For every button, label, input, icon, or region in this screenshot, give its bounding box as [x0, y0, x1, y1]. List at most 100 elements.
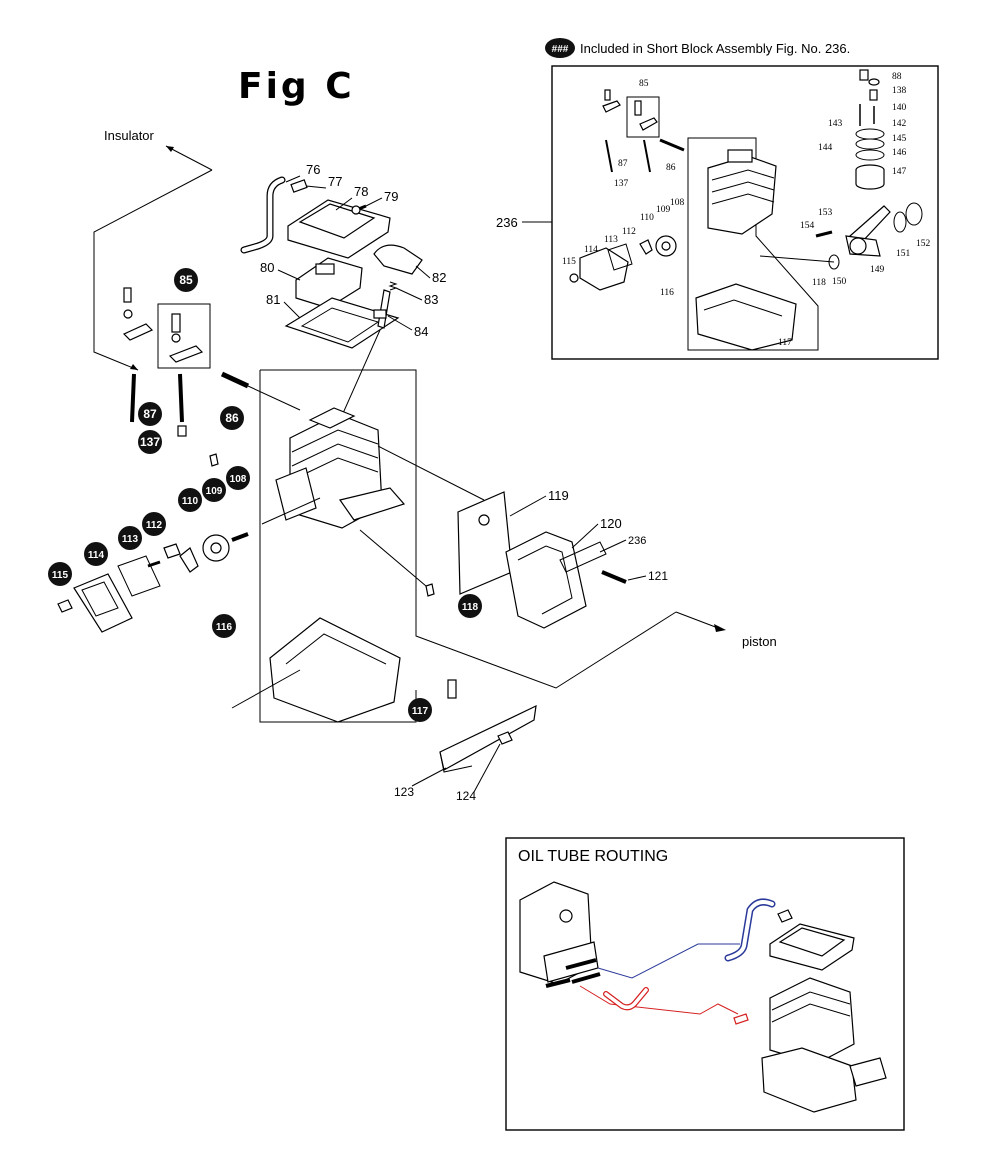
badge-icon — [212, 614, 236, 638]
routing-crankcase-icon — [761, 1047, 857, 1113]
figure-title: Fig C — [238, 66, 355, 107]
plug-icon — [209, 453, 219, 467]
oil-tube-routing: OIL TUBE ROUTING — [505, 837, 905, 1131]
inset-callout: 138 — [892, 86, 907, 96]
inset-ring-low-icon — [855, 149, 885, 161]
callout: 81 — [266, 292, 280, 307]
spark-plug-cap-icon — [373, 244, 423, 275]
legend-symbol: ### — [552, 44, 569, 55]
inset-spring-icon — [859, 69, 869, 81]
svg-text:86: 86 — [225, 411, 239, 425]
routing-frame — [505, 837, 905, 1131]
inset-crankcase-icon — [695, 283, 797, 351]
callout: 119 — [548, 488, 569, 503]
rocker-arm-icon — [168, 345, 204, 363]
svg-text:114: 114 — [88, 550, 105, 561]
inset-pushrod-icon — [605, 139, 613, 173]
piston-label: piston — [742, 634, 777, 649]
insulator-leader — [93, 169, 213, 371]
inset-callout: 115 — [562, 257, 576, 267]
badge-icon — [174, 268, 198, 292]
inset-callout: 144 — [818, 143, 833, 153]
legend-text: Included in Short Block Assembly Fig. No… — [580, 41, 850, 56]
svg-text:117: 117 — [412, 706, 429, 717]
callout: 77 — [328, 174, 342, 189]
fitting-icon — [290, 179, 308, 193]
inset-rocker-box — [626, 96, 660, 138]
side-cover-icon — [73, 573, 133, 633]
muffler-guard-icon — [439, 704, 537, 771]
routing-fitting-icon — [777, 909, 793, 923]
badge-icon — [48, 562, 72, 586]
svg-text:110: 110 — [182, 496, 199, 507]
callout: 123 — [394, 785, 414, 799]
callout: 79 — [384, 189, 398, 204]
badge-icon — [138, 402, 162, 426]
oil-tube-icon — [240, 176, 286, 254]
plug-lower-icon — [425, 583, 435, 597]
inset-rocker-arm-icon — [639, 117, 658, 131]
inset-adjuster-icon — [634, 100, 642, 116]
svg-text:118: 118 — [462, 602, 479, 613]
callout-badges: 85 87 137 86 108 109 110 112 113 114 115… — [48, 268, 482, 722]
adjuster-icon — [171, 313, 181, 333]
inset-callout: 85 — [639, 79, 649, 89]
inset-rocker-left-icon — [602, 100, 621, 113]
inset-ring-mid-icon — [855, 138, 885, 150]
callout: 124 — [456, 789, 476, 803]
inset-callout: 109 — [656, 205, 671, 215]
inset-callout: 149 — [870, 265, 885, 275]
legend: ### Included in Short Block Assembly Fig… — [545, 38, 850, 58]
pushrod-right-icon — [178, 373, 184, 423]
routing-cylinder-icon — [769, 977, 855, 1065]
crankcase-upper-icon — [275, 467, 317, 521]
inset-inner-frame — [687, 137, 819, 351]
inset-callout: 150 — [832, 277, 847, 287]
callout: 83 — [424, 292, 438, 307]
muffler-bracket-icon — [559, 541, 607, 573]
badge-icon — [458, 594, 482, 618]
inset-callout: 154 — [800, 221, 815, 231]
tappet-icon — [177, 425, 187, 437]
inset-callout: 88 — [892, 72, 902, 82]
inset-pushrod-right-icon — [643, 139, 651, 173]
inset-ring-top-icon — [855, 128, 885, 140]
inset-adjuster-left-icon — [604, 89, 611, 101]
crankcase-bolt-icon — [447, 679, 457, 699]
rocker-left-icon — [122, 323, 154, 341]
badge-icon — [178, 488, 202, 512]
svg-text:108: 108 — [230, 474, 247, 485]
rocker-box-icon — [295, 257, 363, 309]
callout: 236 — [628, 535, 646, 547]
callout: 76 — [306, 162, 320, 177]
inset-callout: 118 — [812, 278, 826, 288]
badge-icon — [226, 466, 250, 490]
inset-cylinder-icon — [707, 155, 777, 235]
inset-callout: 146 — [892, 148, 907, 158]
inset-callout: 116 — [660, 288, 674, 298]
inset-callout: 147 — [892, 167, 907, 177]
guard-screw-icon — [497, 731, 513, 745]
blue-route-line — [597, 943, 740, 979]
badge-icon — [220, 406, 244, 430]
crankcase-lower-icon — [269, 617, 401, 723]
inset-assembly-label: 236 — [496, 215, 518, 230]
inset-callout: 137 — [614, 179, 629, 189]
badge-icon — [138, 430, 162, 454]
inset-cam-icon — [639, 239, 653, 255]
badge-icon — [202, 478, 226, 502]
inset-callout: 153 — [818, 208, 833, 218]
gasket-icon — [284, 297, 400, 349]
rocker-group-box — [157, 303, 211, 369]
inset-callout: 142 — [892, 119, 907, 129]
pushrod-icon — [130, 373, 136, 423]
callout: 78 — [354, 184, 368, 199]
legend-badge-icon — [545, 38, 575, 58]
red-route-line — [579, 985, 739, 1015]
callout: 80 — [260, 260, 274, 275]
insulator-arrow-icon — [166, 146, 174, 152]
cover-gasket-icon — [117, 555, 161, 597]
inset-callout: 108 — [670, 198, 685, 208]
callout: 121 — [648, 569, 668, 583]
svg-text:113: 113 — [122, 534, 139, 545]
